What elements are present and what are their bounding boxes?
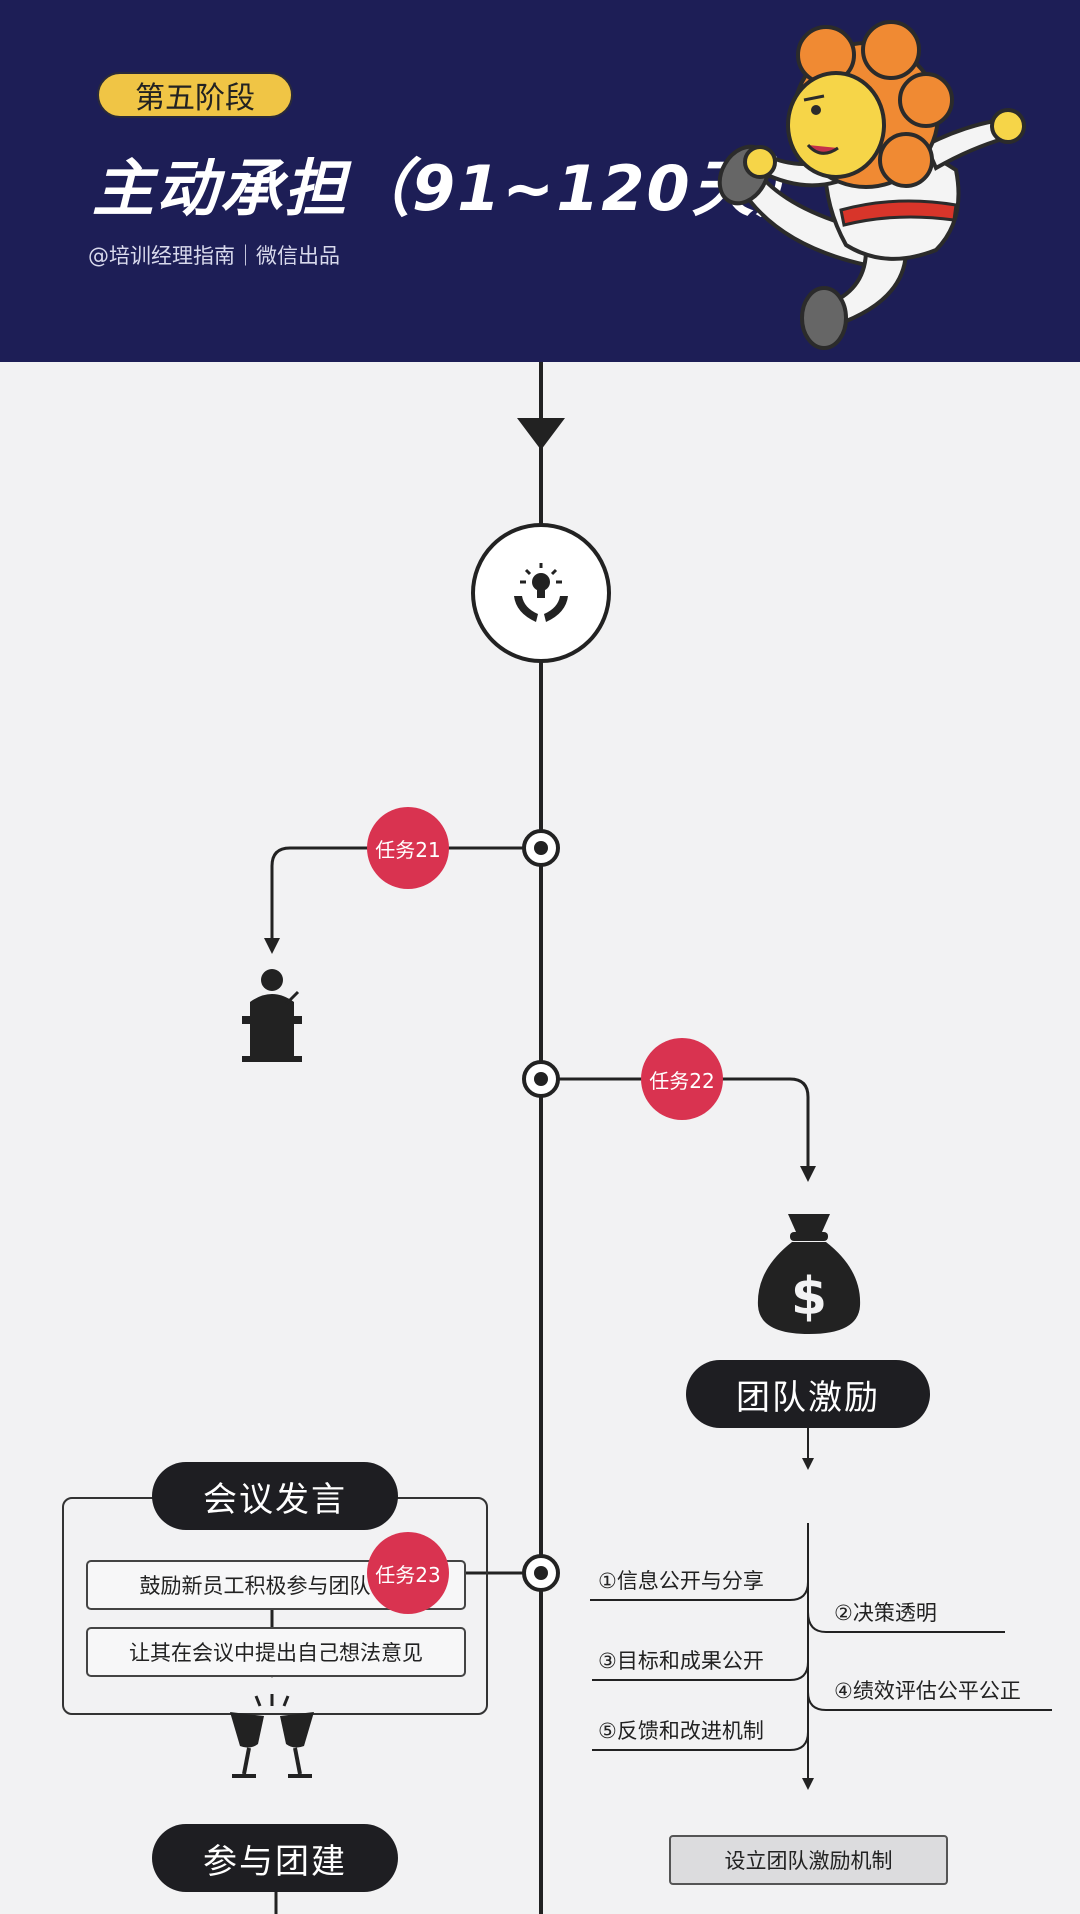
down-arrow-icon bbox=[517, 418, 565, 450]
task22-connector bbox=[541, 1077, 810, 1168]
money-bag-icon: $ bbox=[757, 1214, 861, 1334]
svg-text:$: $ bbox=[791, 1267, 827, 1327]
mechanism-branch-5: ⑤反馈和改进机制 bbox=[598, 1719, 764, 1743]
mechanism-branch-2: ②决策透明 bbox=[834, 1601, 937, 1625]
lion-mascot-illustration bbox=[717, 20, 1026, 350]
cheers-glasses-icon bbox=[230, 1694, 314, 1778]
task21-topic-pill: 会议发言 bbox=[152, 1462, 398, 1530]
task21-detail-2: 让其在会议中提出自己想法意见 bbox=[86, 1627, 466, 1677]
stage-tag: 第五阶段 bbox=[97, 72, 293, 118]
task-flow-diagram: 任务21 会议发言 鼓励新员工积极参与团队会议 让其在会议中提出自己想法意见 任… bbox=[0, 362, 1080, 1914]
task23-topic-pill: 参与团建 bbox=[152, 1824, 398, 1892]
task21-connector bbox=[270, 846, 541, 940]
mechanism-branch-3: ③目标和成果公开 bbox=[598, 1649, 764, 1673]
lightbulb-in-hands-icon bbox=[514, 563, 568, 622]
task21-badge: 任务21 bbox=[367, 807, 449, 889]
task22-topic-pill: 团队激励 bbox=[686, 1360, 930, 1428]
byline: @培训经理指南｜微信出品 bbox=[88, 244, 340, 268]
mechanism-branch-1: ①信息公开与分享 bbox=[598, 1569, 764, 1593]
mechanism-branch-4: ④绩效评估公平公正 bbox=[834, 1679, 1021, 1703]
speaker-at-podium-icon bbox=[242, 969, 302, 1062]
page-title: 主动承担（91~120天） bbox=[92, 152, 820, 225]
task22-mechanism-box: 设立团队激励机制 bbox=[669, 1835, 948, 1885]
header-banner: 第五阶段 主动承担（91~120天） @培训经理指南｜微信出品 bbox=[0, 0, 1080, 362]
task22-badge: 任务22 bbox=[641, 1038, 723, 1120]
task23-badge: 任务23 bbox=[367, 1532, 449, 1614]
